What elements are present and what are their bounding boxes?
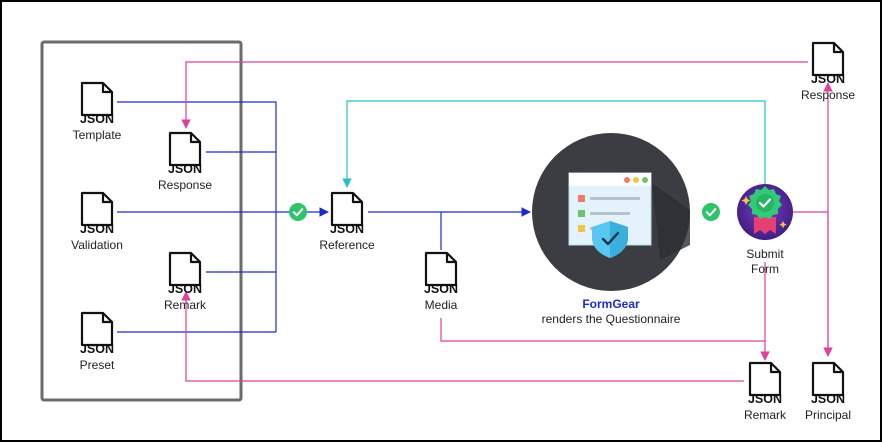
pink-connectors (181, 61, 833, 382)
json-label: JSON (168, 162, 202, 176)
node-label: Template (73, 128, 122, 142)
node-label: Remark (164, 298, 207, 312)
node-preset[interactable]: JSON Preset (80, 311, 115, 372)
node-template[interactable]: JSON Template (73, 81, 122, 142)
node-media[interactable]: JSON Media (424, 251, 458, 312)
form-shield-icon (568, 172, 652, 258)
node-reference[interactable]: JSON Reference (319, 191, 375, 252)
node-label: Preset (80, 358, 115, 372)
formgear-node[interactable] (532, 133, 690, 291)
json-label: JSON (80, 112, 114, 126)
node-label: Validation (71, 238, 123, 252)
check-circle-icon (702, 203, 720, 221)
node-remark-output[interactable]: JSON Remark (744, 361, 787, 422)
node-label: Principal (805, 408, 851, 422)
node-label: Media (425, 298, 458, 312)
node-validation[interactable]: JSON Validation (71, 191, 123, 252)
json-label: JSON (80, 222, 114, 236)
node-response-output[interactable]: JSON Response (801, 41, 855, 102)
award-badge-icon (741, 186, 787, 234)
json-label: JSON (811, 392, 845, 406)
check-circle-icon (289, 203, 307, 221)
submit-label-line1: Submit (746, 247, 784, 261)
node-label: Remark (744, 408, 787, 422)
json-label: JSON (811, 72, 845, 86)
submit-form-node[interactable] (737, 184, 793, 240)
json-label: JSON (424, 282, 458, 296)
json-label: JSON (80, 342, 114, 356)
input-group-box (40, 40, 243, 402)
node-label: Reference (319, 238, 375, 252)
node-principal[interactable]: JSON Principal (805, 361, 851, 422)
node-label: Response (158, 178, 212, 192)
formgear-title[interactable]: FormGear (582, 297, 640, 311)
json-label: JSON (330, 222, 364, 236)
node-response-input[interactable]: JSON Response (158, 131, 212, 192)
node-label: Response (801, 88, 855, 102)
formgear-subtitle: renders the Questionnaire (542, 312, 681, 326)
node-remark-input[interactable]: JSON Remark (164, 251, 207, 312)
submit-label-line2: Form (751, 262, 779, 276)
json-label: JSON (748, 392, 782, 406)
cyan-connector (342, 100, 766, 188)
json-label: JSON (168, 282, 202, 296)
